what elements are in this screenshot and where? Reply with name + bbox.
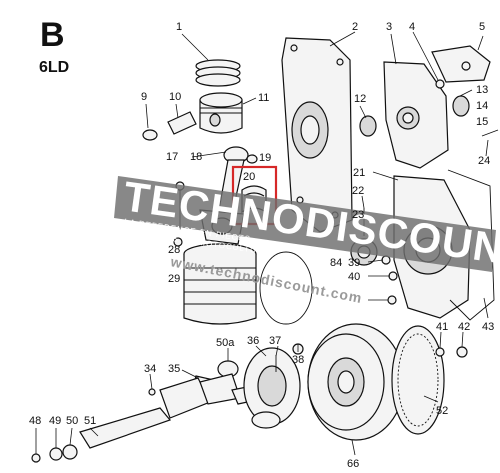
callout-50: 50 xyxy=(66,415,78,427)
callout-40: 40 xyxy=(348,271,360,283)
stud xyxy=(481,129,499,137)
callout-42: 42 xyxy=(458,321,470,333)
callout-35: 35 xyxy=(168,363,180,375)
callout-23: 23 xyxy=(352,209,364,221)
callout-66: 66 xyxy=(347,458,359,470)
flywheel xyxy=(391,325,445,435)
callout-50a: 50a xyxy=(216,337,235,349)
callout-36: 36 xyxy=(247,335,259,347)
callout-10: 10 xyxy=(169,91,181,103)
piston xyxy=(199,92,243,134)
small-end-bush xyxy=(246,154,258,164)
callout-48: 48 xyxy=(29,415,41,427)
callout-34: 34 xyxy=(144,363,156,375)
pump-body xyxy=(383,61,449,169)
callout-43: 43 xyxy=(482,321,494,333)
callout-13: 13 xyxy=(476,84,488,96)
callout-28: 28 xyxy=(168,244,180,256)
flywheel-nut xyxy=(456,346,468,358)
callout-5: 5 xyxy=(479,21,485,33)
callout-22: 22 xyxy=(352,185,364,197)
callout-11: 11 xyxy=(258,92,269,104)
callout-19: 19 xyxy=(259,152,271,164)
crankshaft xyxy=(79,373,267,449)
callout-4: 4 xyxy=(409,21,415,33)
leader-lines xyxy=(35,31,489,456)
flywheel-washer xyxy=(435,347,445,357)
callout-38: 38 xyxy=(292,354,304,366)
bearing xyxy=(452,95,470,117)
variant-letter: B xyxy=(40,16,65,54)
callout-41: 41 xyxy=(436,321,448,333)
callout-24: 24 xyxy=(478,155,490,167)
cover-gasket xyxy=(447,169,495,321)
callout-21: 21 xyxy=(353,167,365,179)
callout-labels: 1 2 3 4 5 9 10 11 12 13 14 15 17 18 19 2… xyxy=(29,21,494,470)
callout-18: 18 xyxy=(190,151,202,163)
callout-17: 17 xyxy=(166,151,178,163)
engine-model: 6LD xyxy=(39,59,69,76)
callout-1: 1 xyxy=(176,21,182,33)
callout-14: 14 xyxy=(476,100,488,112)
piston-pin xyxy=(142,111,197,141)
pulley xyxy=(307,323,405,441)
callout-39: 39 xyxy=(348,257,360,269)
callout-49: 49 xyxy=(49,415,61,427)
piston-rings xyxy=(195,59,241,87)
washer xyxy=(435,79,445,89)
callout-20: 20 xyxy=(243,171,255,183)
watermark-band xyxy=(114,176,496,272)
callout-29: 29 xyxy=(168,273,180,285)
callout-3: 3 xyxy=(386,21,392,33)
crank-nut-washer xyxy=(31,444,78,463)
callout-15: 15 xyxy=(476,116,488,128)
callout-84: 84 xyxy=(330,257,342,269)
oil-seal xyxy=(359,115,377,137)
cylinder-gasket xyxy=(259,251,313,325)
cylinder xyxy=(183,243,257,325)
callout-37: 37 xyxy=(269,335,281,347)
callout-2: 2 xyxy=(352,21,358,33)
callout-9: 9 xyxy=(141,91,147,103)
plug xyxy=(148,388,156,396)
callout-51: 51 xyxy=(84,415,96,427)
callout-12: 12 xyxy=(354,93,366,105)
callout-52: 52 xyxy=(436,405,448,417)
bracket xyxy=(431,45,491,83)
flywheel-hub xyxy=(243,347,301,429)
